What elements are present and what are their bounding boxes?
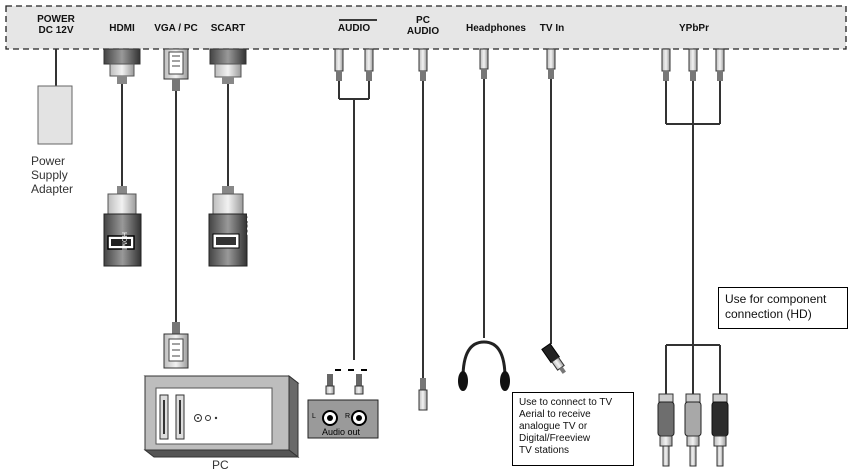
scart-cable <box>208 48 248 267</box>
hdmi-cable <box>103 48 142 267</box>
label-pc-audio: PC AUDIO <box>400 15 446 37</box>
pc-label: PC <box>212 458 229 472</box>
hdmi-plug-text: HDMI <box>120 232 127 250</box>
label-headphones: Headphones <box>465 23 526 34</box>
component-note: Use for component connection (HD) <box>718 287 848 329</box>
audio-out-l: L <box>312 413 316 420</box>
vga-cable <box>163 48 189 369</box>
tv-in-cable <box>541 48 566 374</box>
power-cable <box>37 49 73 145</box>
tv-in-note: Use to connect to TV Aerial to receive a… <box>512 392 634 466</box>
label-pc-audio-line2: AUDIO <box>406 26 440 37</box>
label-vga: VGA / PC <box>154 23 198 34</box>
audio-cable <box>307 48 379 439</box>
power-adapter <box>37 85 73 145</box>
tv-in-note-line1: Use to connect to TV <box>519 397 613 408</box>
label-power-line1: POWER <box>37 14 75 25</box>
label-pc-audio-line1: PC <box>416 15 430 26</box>
power-adapter-line1: Power <box>31 154 66 168</box>
label-hdmi: HDMI <box>109 23 135 34</box>
rca-plug-green <box>684 401 702 437</box>
tv-in-note-line2: Aerial to receive <box>519 409 591 420</box>
audio-out-r: R <box>345 413 351 420</box>
headphones-cable <box>458 48 510 391</box>
power-adapter-caption: Power Supply Adapter <box>31 154 73 196</box>
rca-plug-red <box>657 401 675 437</box>
tv-in-note-line5: TV stations <box>519 445 570 456</box>
scart-plug-text: SCART <box>247 212 254 236</box>
pc-audio-cable <box>418 48 428 411</box>
label-power: POWER DC 12V <box>34 14 78 36</box>
tv-back-panel <box>5 5 847 50</box>
rca-plug-blue <box>711 401 729 437</box>
label-power-line2: DC 12V <box>38 25 74 36</box>
label-audio: AUDIO <box>337 23 371 34</box>
ypbpr-cable <box>657 48 729 467</box>
label-scart: SCART <box>210 23 246 34</box>
tv-in-note-line4: Digital/Freeview <box>519 433 591 444</box>
component-note-line2: connection (HD) <box>725 307 812 321</box>
pc-tower <box>143 374 300 459</box>
label-tv-in: TV In <box>539 23 565 34</box>
audio-out-label: Audio out <box>322 427 361 437</box>
power-adapter-line3: Adapter <box>31 182 74 196</box>
component-note-line1: Use for component <box>725 292 827 306</box>
headphones-icon <box>461 340 507 379</box>
power-adapter-line2: Supply <box>31 168 68 182</box>
tv-in-note-line3: analogue TV or <box>519 421 588 432</box>
label-ypbpr: YPbPr <box>678 23 709 34</box>
